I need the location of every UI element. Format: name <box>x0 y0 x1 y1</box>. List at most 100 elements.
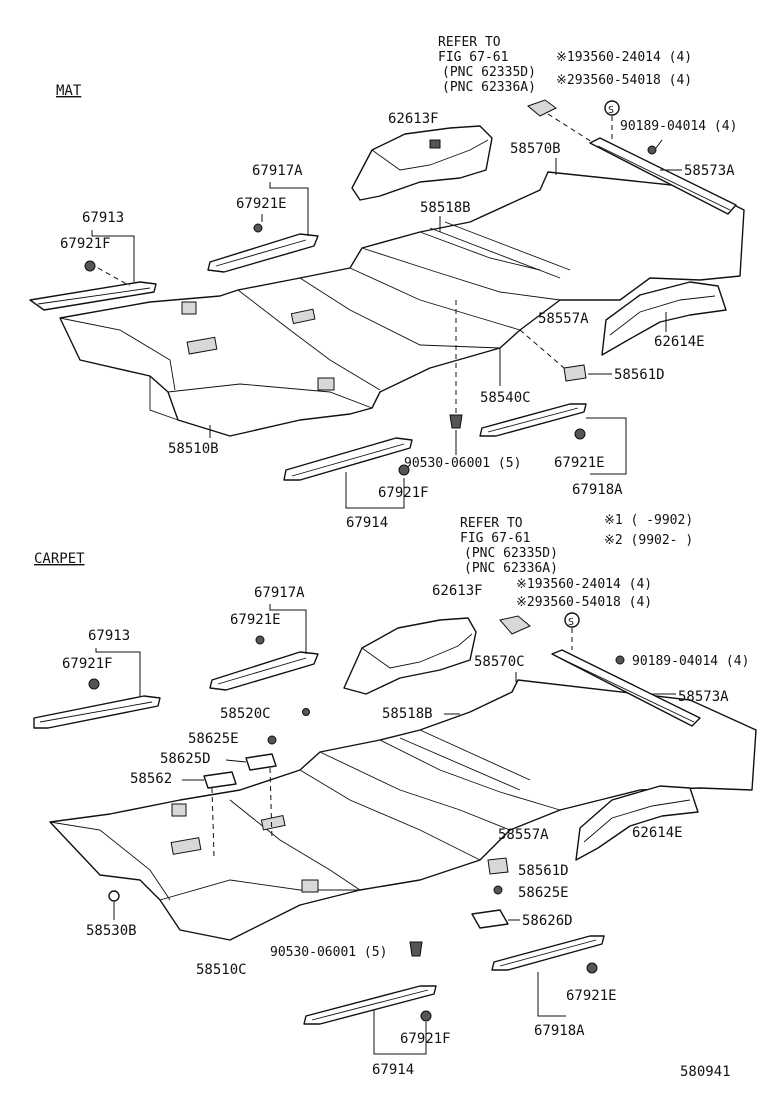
mat-scuff-67918a-line <box>487 407 579 433</box>
mat-callout-67921e-bottom: 67921E <box>554 455 605 471</box>
carpet-wheel-housing-62614e <box>575 785 699 861</box>
carpet-pad-58561d <box>487 857 509 875</box>
mat-callout-58518b: 58518B <box>420 200 471 216</box>
carpet-leader-67914 <box>373 1010 427 1055</box>
carpet-scuff-67913-line <box>39 701 153 723</box>
carpet-leader-67918a <box>537 972 566 1017</box>
carpet-callout-58557a: 58557A <box>498 827 549 843</box>
carpet-leader-67913 <box>95 648 141 696</box>
mat-callout-58570b: 58570B <box>510 141 561 157</box>
carpet-callout-67921e-bottom: 67921E <box>566 988 617 1004</box>
carpet-clip-58625e-icon <box>267 735 277 745</box>
mat-callout-67921e-top: 67921E <box>236 196 287 212</box>
carpet-refer-line3: (PNC 62335D) <box>464 546 558 561</box>
carpet-clip-58530b-icon <box>108 890 120 902</box>
mat-callout-67921f-bottom: 67921F <box>378 485 429 501</box>
carpet-callout-62614e: 62614E <box>632 825 683 841</box>
carpet-callout-58518b: 58518B <box>382 706 433 722</box>
carpet-scuff-67914-line <box>311 989 429 1021</box>
carpet-callout-90189: 90189-04014 (4) <box>632 654 749 669</box>
mat-fold-1 <box>59 317 176 391</box>
mat-pad-58561d <box>563 364 587 382</box>
carpet-callout-58520c: 58520C <box>220 706 271 722</box>
mat-refer-clip <box>527 99 557 117</box>
mat-bolt-leader <box>655 139 663 149</box>
mat-callout-58510b: 58510B <box>168 441 219 457</box>
mat-refer-line2: FIG 67-61 <box>438 50 508 65</box>
carpet-clip-1 <box>301 879 319 893</box>
carpet-callout-67917a: 67917A <box>254 585 305 601</box>
carpet-pad-58625d <box>245 753 277 771</box>
carpet-refer-line2: FIG 67-61 <box>460 531 530 546</box>
carpet-refer-clip <box>499 615 531 635</box>
mat-callout-67918a: 67918A <box>572 482 623 498</box>
mat-clip-1 <box>317 377 335 391</box>
mat-callout-90530: 90530-06001 (5) <box>404 456 521 471</box>
mat-dash-58561d <box>519 329 565 369</box>
carpet-callout-58625e-top: 58625E <box>188 731 239 747</box>
mat-edge <box>149 376 179 421</box>
carpet-pad-58562 <box>203 771 237 789</box>
carpet-fold-3 <box>229 799 361 891</box>
carpet-fold-2 <box>159 879 360 901</box>
mat-fold-6 <box>361 247 561 301</box>
mat-fold-2 <box>167 383 373 409</box>
carpet-section: CARPET REFER TO FIG 67-61 (PNC 62335D) (… <box>33 516 757 1078</box>
mat-clip-2 <box>181 301 197 315</box>
mat-callout-193560: ※193560-24014 (4) <box>556 50 692 65</box>
mat-fold-3 <box>237 289 381 391</box>
mat-housing-right-inner <box>609 295 716 336</box>
mat-rail-line <box>597 145 731 211</box>
carpet-callout-193560: ※193560-24014 (4) <box>516 577 652 592</box>
carpet-fold-6 <box>379 739 561 811</box>
carpet-refer-line4: (PNC 62336A) <box>464 561 558 576</box>
mat-hole-1 <box>186 336 218 355</box>
carpet-clip-58625e-bottom-icon <box>493 885 503 895</box>
carpet-callout-58625d: 58625D <box>160 751 211 767</box>
note-2: ※2 (9902- ) <box>604 533 693 548</box>
mat-scuff-67917a <box>207 233 319 273</box>
mat-callout-58573a: 58573A <box>684 163 735 179</box>
mat-callout-67913: 67913 <box>82 210 124 226</box>
mat-housing-clip <box>429 139 441 149</box>
carpet-housing-inner <box>361 633 473 669</box>
carpet-callout-67921e-top: 67921E <box>230 612 281 628</box>
carpet-pad-58626d <box>471 909 509 929</box>
carpet-rail <box>399 729 531 791</box>
mat-scuff-67914-line <box>291 443 405 477</box>
mat-dash-67913 <box>97 267 131 287</box>
carpet-callout-67918a: 67918A <box>534 1023 585 1039</box>
carpet-callout-58510c: 58510C <box>196 962 247 978</box>
mat-refer-line4: (PNC 62336A) <box>442 80 536 95</box>
carpet-leader-67917a <box>269 604 307 654</box>
carpet-clip-67921e-icon <box>255 635 265 645</box>
diagram-id: 580941 <box>680 1064 731 1080</box>
carpet-callout-90530: 90530-06001 (5) <box>270 945 387 960</box>
mat-section-label: MAT <box>56 83 82 99</box>
carpet-fold-5 <box>319 751 511 831</box>
mat-wheel-housing-62613f <box>351 125 493 201</box>
mat-callout-67917a: 67917A <box>252 163 303 179</box>
carpet-leader-58625d <box>225 759 247 763</box>
carpet-callout-58570c: 58570C <box>474 654 525 670</box>
carpet-callout-293560: ※293560-54018 (4) <box>516 595 652 610</box>
carpet-clip-2 <box>171 803 187 817</box>
mat-callout-58561d: 58561D <box>614 367 665 383</box>
carpet-callout-58561d: 58561D <box>518 863 569 879</box>
mat-refer-line1: REFER TO <box>438 35 501 50</box>
mat-clip-67921f-icon <box>84 260 96 272</box>
carpet-scuff-67918a-line <box>499 939 597 967</box>
carpet-bolt-icon <box>615 655 625 665</box>
carpet-dash-pads <box>211 767 273 857</box>
mat-rail <box>429 221 571 279</box>
carpet-callout-58562: 58562 <box>130 771 172 787</box>
carpet-callout-67914: 67914 <box>372 1062 414 1078</box>
carpet-screw-s-text: S <box>568 617 574 628</box>
mat-callout-293560: ※293560-54018 (4) <box>556 73 692 88</box>
mat-leader-67914 <box>345 472 405 509</box>
carpet-hole-2 <box>260 814 286 831</box>
mat-refer-line3: (PNC 62335D) <box>442 65 536 80</box>
carpet-clip-58520c-icon <box>302 708 310 716</box>
mat-scuff-67913-line <box>37 287 151 305</box>
